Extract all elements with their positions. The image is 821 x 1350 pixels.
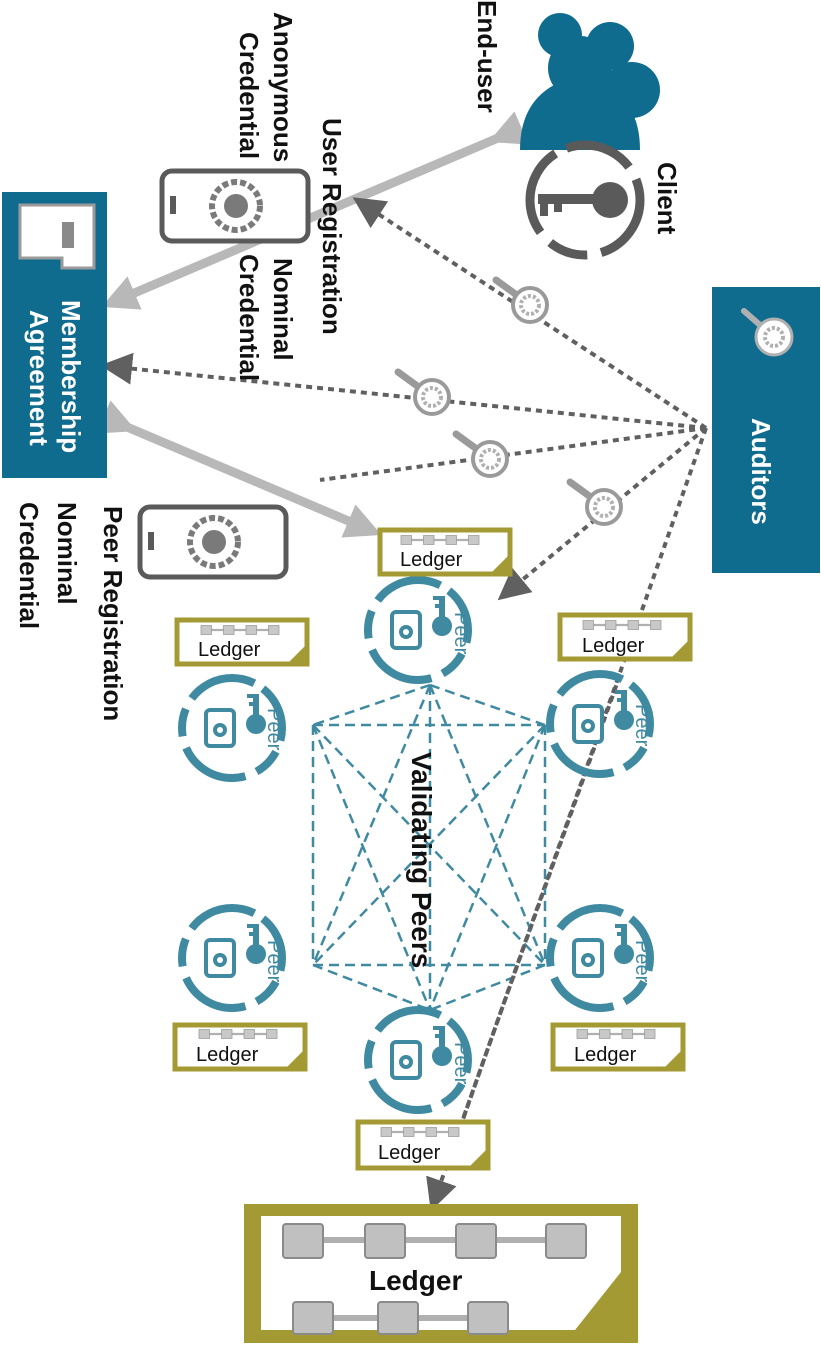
peer-registration-label: Peer Registration [98, 506, 128, 721]
certificate-card-icon [18, 203, 96, 270]
peer-label: Peer [263, 940, 285, 983]
ledger-label: Ledger [378, 1142, 441, 1164]
auditors-box [712, 287, 820, 573]
nominal-user-credential-line2: Credential [234, 254, 264, 381]
magnifier-icon [456, 434, 507, 476]
peer-registration-device-icon [137, 504, 289, 580]
peer-label: Peer [450, 1042, 472, 1085]
magnifier-icon [398, 372, 449, 414]
ledger-label: Ledger [196, 1044, 259, 1066]
ledger-card: Ledger [174, 617, 310, 667]
ledger-label: Ledger [400, 549, 463, 571]
nominal-peer-credential-line1: Nominal [52, 502, 82, 605]
membership-box [2, 192, 107, 478]
user-registration-label: User Registration [317, 118, 347, 335]
anonymous-credential-line2: Credential [234, 32, 264, 159]
anonymous-credential-line1: Anonymous [268, 12, 298, 162]
peer-label: Peer [631, 940, 653, 983]
end-user-label: End-user [472, 0, 502, 113]
validating-peers-label: Validating Peers [406, 752, 437, 968]
ledger-card: Ledger [557, 612, 693, 662]
registration-arrows [96, 111, 529, 538]
client-label: Client [652, 162, 682, 235]
magnifier-icon [570, 482, 621, 524]
people-group-icon [520, 13, 660, 150]
peer-label: Peer [450, 612, 472, 655]
ledger-label: Ledger [582, 635, 645, 657]
main-ledger-label: Ledger [369, 1265, 462, 1296]
magnifier-icon [496, 280, 547, 322]
ledger-card: Ledger [377, 527, 513, 577]
peer-mesh-lines [311, 683, 547, 1012]
membership-label-line1: Membership [56, 300, 86, 453]
client-icon [525, 140, 645, 260]
ledger-label: Ledger [574, 1044, 637, 1066]
peer-label: Peer [631, 704, 653, 747]
ledger-card: Ledger [172, 1022, 308, 1072]
auditor-line-to-ledger [456, 674, 622, 1134]
ledger-card: Ledger [355, 1119, 491, 1171]
peer-label: Peer [263, 708, 285, 751]
nominal-peer-credential-line2: Credential [14, 502, 44, 629]
ledger-card: Ledger [550, 1022, 686, 1072]
ledger-label: Ledger [198, 639, 261, 661]
user-registration-device-icon [159, 168, 311, 244]
auditors-label: Auditors [746, 418, 776, 525]
main-ledger: Ledger [244, 1204, 638, 1343]
magnifier-icon [741, 308, 794, 357]
nominal-user-credential-line1: Nominal [268, 258, 298, 361]
membership-label-line2: Agreement [24, 310, 54, 446]
